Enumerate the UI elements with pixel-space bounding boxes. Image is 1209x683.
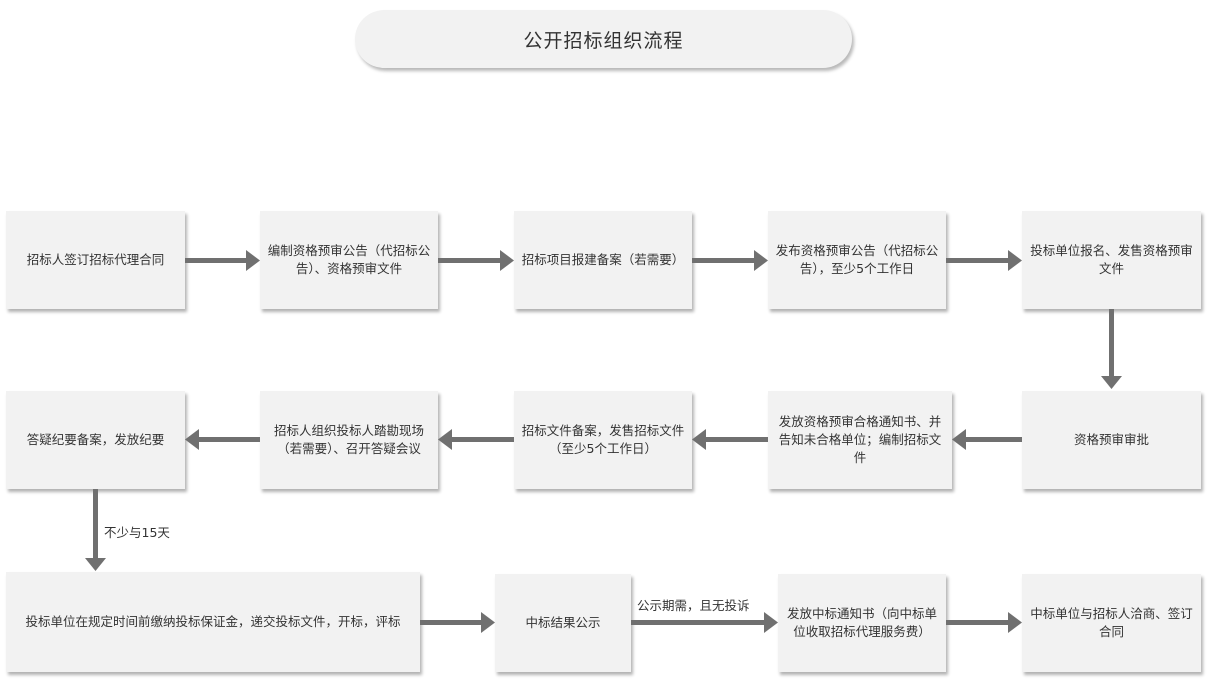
node-label: 发放中标通知书（向中标单位收取招标代理服务费） — [786, 606, 937, 639]
node-label: 中标结果公示 — [525, 615, 601, 630]
node-prequal-approval: 资格预审审批 — [1022, 391, 1201, 489]
diagram-title: 公开招标组织流程 — [355, 10, 852, 68]
node-site-visit: 招标人组织投标人踏勘现场（若需要）、召开答疑会议 — [260, 391, 438, 489]
node-tender-docs-filing: 招标文件备案，发售招标文件（至少5个工作日） — [514, 391, 692, 489]
arrow-n10-n11 — [85, 489, 106, 571]
node-label: 投标单位报名、发售资格预审文件 — [1030, 243, 1193, 276]
node-award-notice: 发放中标通知书（向中标单位收取招标代理服务费） — [778, 574, 946, 672]
node-label: 招标人签订招标代理合同 — [26, 252, 165, 267]
node-award-publicity: 中标结果公示 — [495, 574, 631, 672]
arrow-n13-n14 — [946, 612, 1022, 633]
node-label: 发放资格预审合格通知书、并告知未合格单位；编制招标文件 — [778, 414, 942, 465]
node-publish-prequal-notice: 发布资格预审公告（代招标公告），至少5个工作日 — [768, 211, 946, 309]
node-prepare-prequal-docs: 编制资格预审公告（代招标公告）、资格预审文件 — [260, 211, 438, 309]
node-sign-agency-contract: 招标人签订招标代理合同 — [6, 211, 185, 309]
arrow-n5-n6 — [1101, 309, 1122, 389]
node-project-registration: 招标项目报建备案（若需要） — [514, 211, 692, 309]
node-label: 编制资格预审公告（代招标公告）、资格预审文件 — [267, 243, 431, 276]
node-label: 答疑纪要备案，发放纪要 — [26, 432, 165, 447]
arrow-n12-n13 — [631, 612, 778, 633]
node-label: 中标单位与招标人洽商、签订合同 — [1030, 606, 1193, 639]
arrow-n9-n10 — [185, 429, 260, 450]
arrow-n8-n9 — [438, 429, 514, 450]
arrow-n11-n12 — [420, 612, 495, 633]
node-sign-contract: 中标单位与招标人洽商、签订合同 — [1022, 574, 1201, 672]
node-issue-prequal-result: 发放资格预审合格通知书、并告知未合格单位；编制招标文件 — [768, 391, 952, 489]
arrow-n4-n5 — [946, 250, 1022, 271]
node-label: 资格预审审批 — [1073, 432, 1149, 447]
node-label: 招标项目报建备案（若需要） — [521, 252, 685, 267]
arrow-n3-n4 — [692, 250, 768, 271]
arrow-n7-n8 — [692, 429, 768, 450]
node-qa-minutes: 答疑纪要备案，发放纪要 — [6, 391, 185, 489]
edge-label-publicity-no-complaint: 公示期需，且无投诉 — [637, 595, 750, 614]
node-label: 发布资格预审公告（代招标公告），至少5个工作日 — [775, 243, 939, 276]
arrow-n6-n7 — [952, 429, 1022, 450]
node-label: 投标单位在规定时间前缴纳投标保证金，递交投标文件，开标，评标 — [25, 614, 401, 629]
node-label: 招标人组织投标人踏勘现场（若需要）、召开答疑会议 — [273, 423, 424, 456]
arrow-n1-n2 — [185, 250, 260, 271]
node-bid-submission: 投标单位在规定时间前缴纳投标保证金，递交投标文件，开标，评标 — [6, 572, 420, 672]
edge-label-min-15-days: 不少与15天 — [104, 522, 170, 541]
node-bidder-registration: 投标单位报名、发售资格预审文件 — [1022, 211, 1201, 309]
arrow-n2-n3 — [438, 250, 514, 271]
node-label: 招标文件备案，发售招标文件（至少5个工作日） — [521, 423, 685, 456]
